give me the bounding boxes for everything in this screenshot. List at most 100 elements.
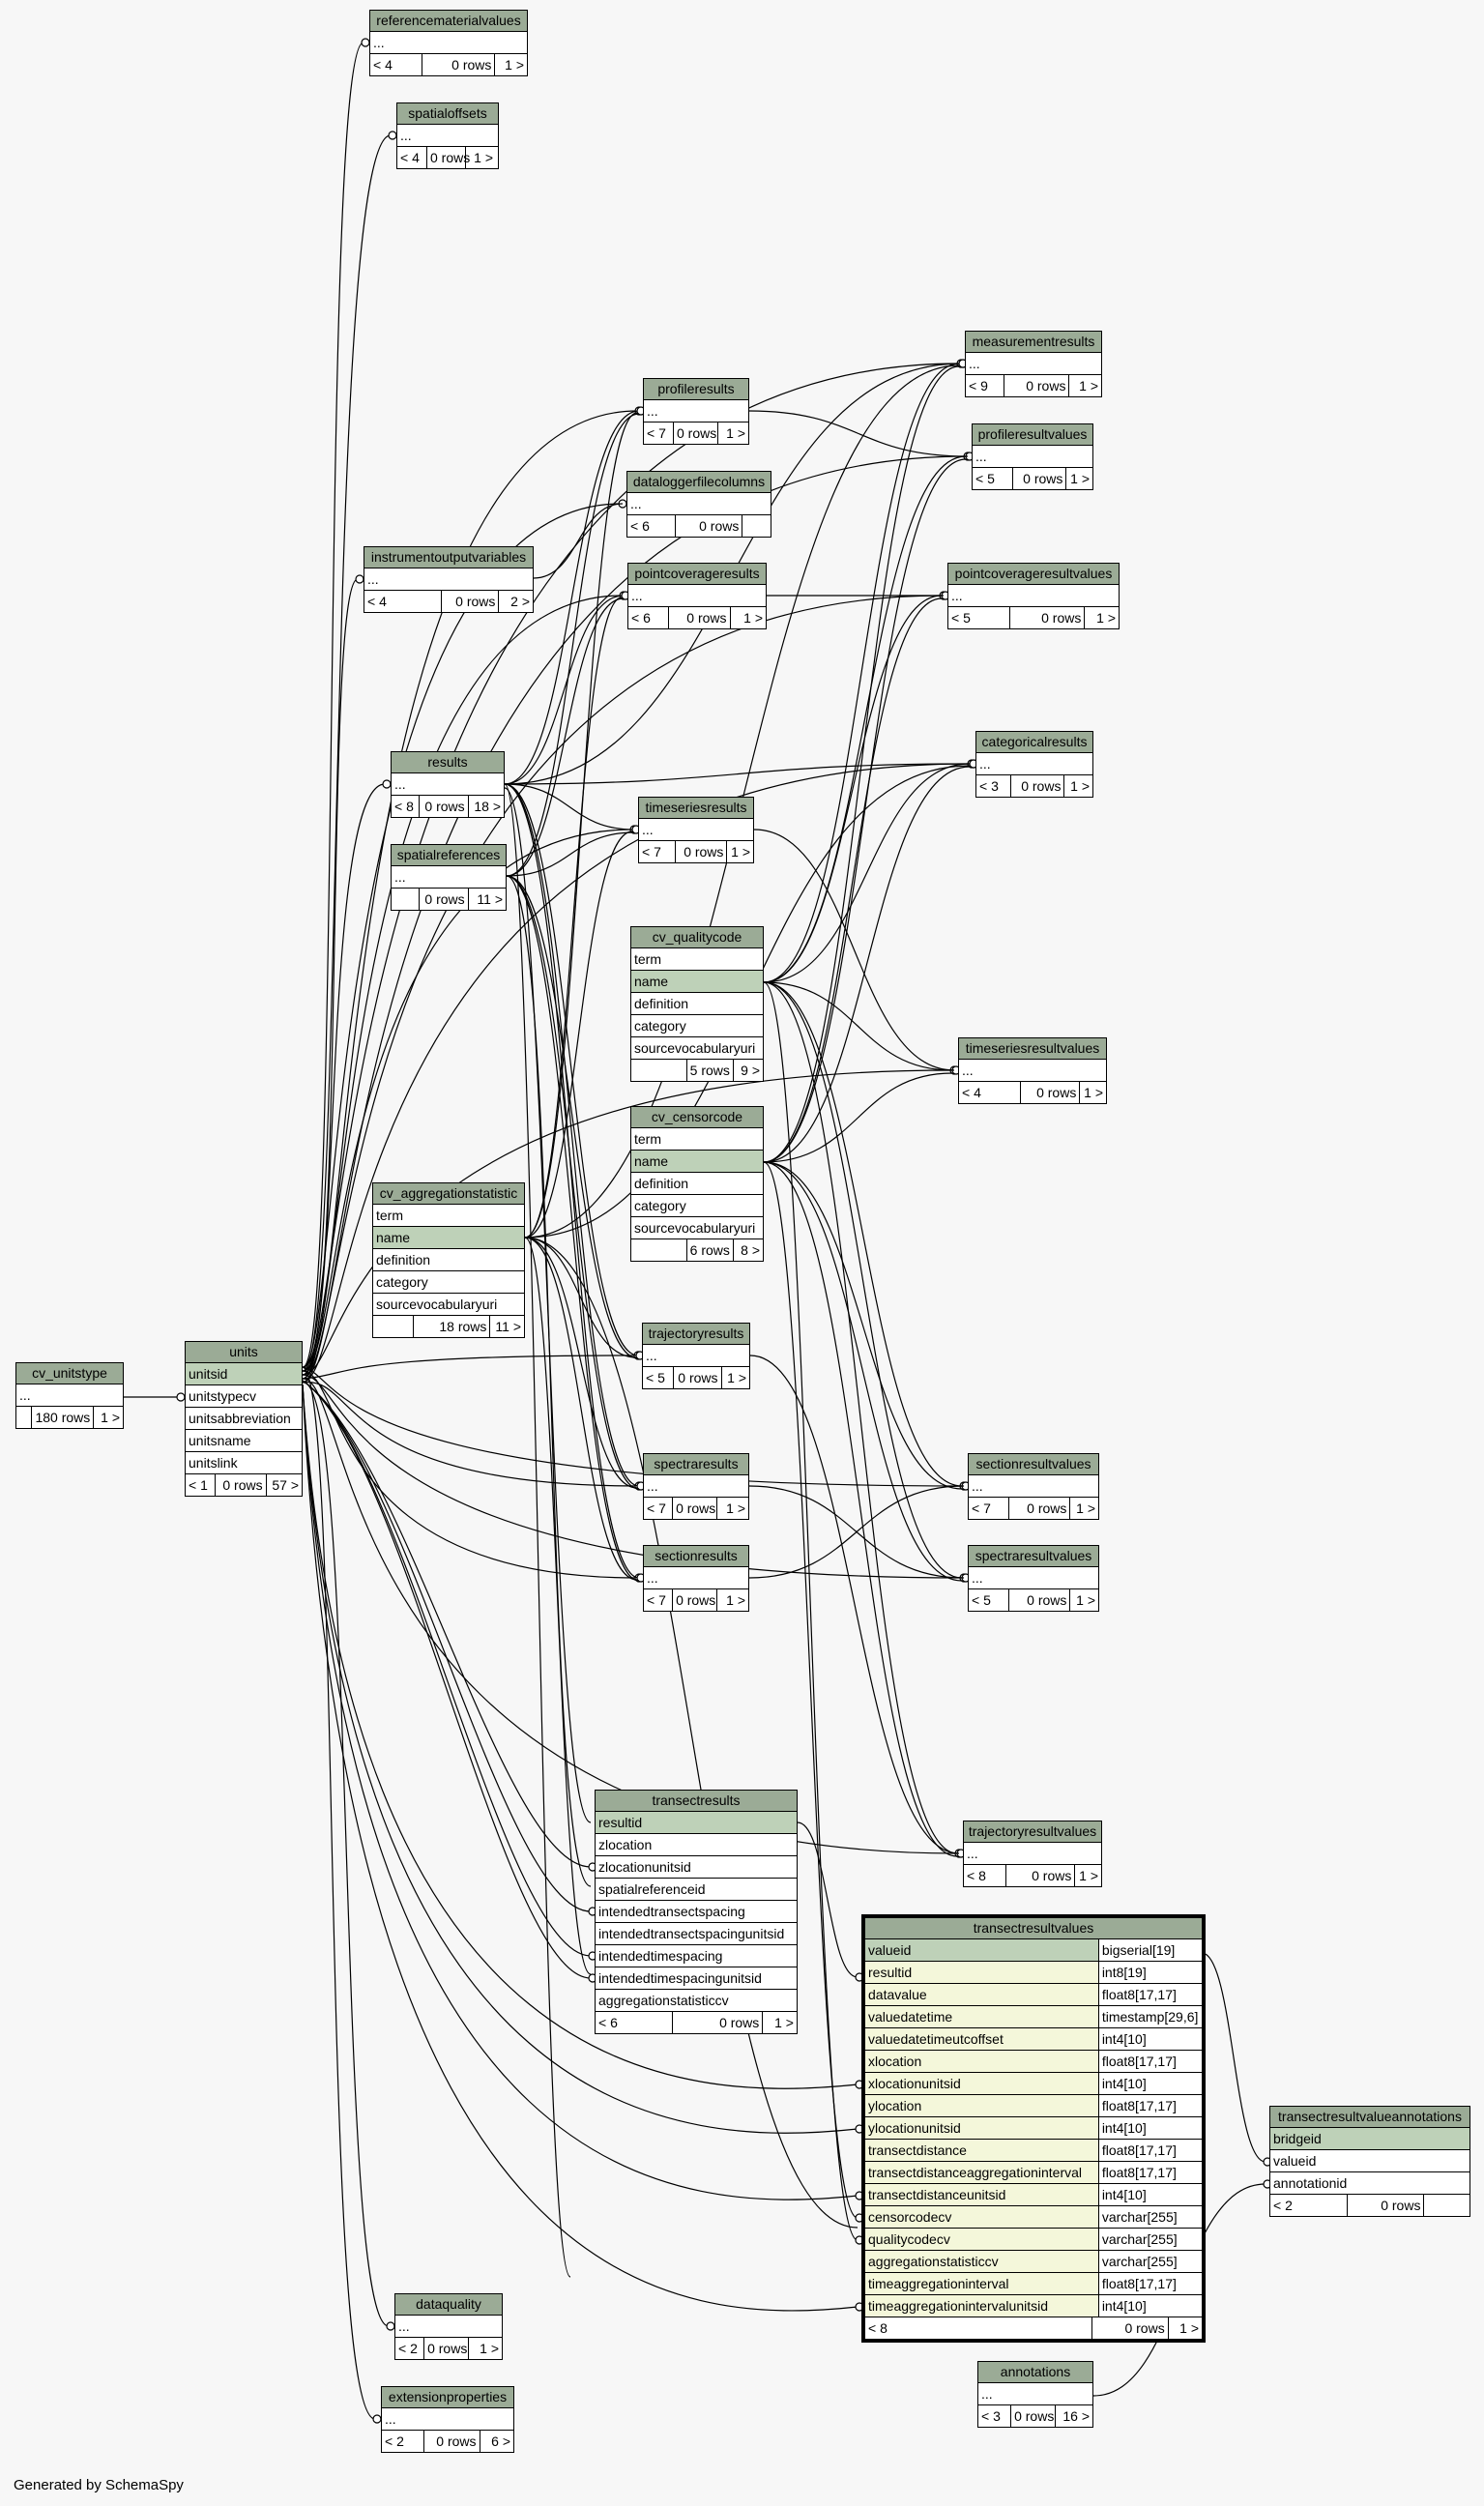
table-title[interactable]: transectresultvalues <box>865 1918 1202 1939</box>
table-title[interactable]: sectionresults <box>644 1546 748 1567</box>
collapsed-columns: ... <box>639 819 753 841</box>
table-title[interactable]: transectresultvalueannotations <box>1270 2107 1469 2128</box>
table-title[interactable]: cv_unitstype <box>16 1363 123 1384</box>
table-title[interactable]: spatialreferences <box>392 845 506 866</box>
children-count: 6 > <box>479 2431 514 2452</box>
table-title[interactable]: pointcoverageresultvalues <box>948 564 1119 585</box>
table-title[interactable]: cv_censorcode <box>631 1107 763 1128</box>
table-title[interactable]: annotations <box>978 2362 1092 2383</box>
table-title[interactable]: cv_qualitycode <box>631 927 763 948</box>
relationship-line <box>524 597 623 1238</box>
table-title[interactable]: instrumentoutputvariables <box>364 547 533 568</box>
table-title[interactable]: referencematerialvalues <box>370 11 527 32</box>
column-name: transectdistanceaggregationinterval <box>868 2165 1083 2180</box>
table-title[interactable]: trajectoryresultvalues <box>964 1821 1101 1843</box>
column-name: qualitycodecv <box>868 2231 950 2247</box>
table-title[interactable]: dataquality <box>395 2294 502 2316</box>
table-title[interactable]: cv_aggregationstatistic <box>373 1183 524 1205</box>
table-title[interactable]: spectraresultvalues <box>969 1546 1098 1567</box>
row-count: 0 rows <box>426 147 470 168</box>
parents-count: < 9 <box>969 378 988 393</box>
children-count <box>1423 2195 1469 2216</box>
collapsed-columns: ... <box>370 32 527 54</box>
table-title[interactable]: sectionresultvalues <box>969 1454 1098 1475</box>
relationship-line <box>302 1380 592 1912</box>
column-row: name <box>631 971 763 993</box>
row-count: 6 rows <box>685 1239 733 1261</box>
parents-count <box>392 889 419 910</box>
table-title[interactable]: pointcoverageresults <box>628 564 766 585</box>
column-row: term <box>631 948 763 971</box>
relationship-line <box>763 597 943 1163</box>
table-title[interactable]: extensionproperties <box>382 2387 513 2408</box>
table-title[interactable]: spatialoffsets <box>397 103 498 125</box>
table-title[interactable]: categoricalresults <box>976 732 1092 753</box>
parents-count: < 4 <box>373 57 393 73</box>
relationship-line <box>749 1355 960 1854</box>
table-title[interactable]: spectraresults <box>644 1454 748 1475</box>
column-type: int4[10] <box>1097 2117 1202 2139</box>
table-title[interactable]: profileresults <box>644 379 748 400</box>
table-title[interactable]: measurementresults <box>966 332 1101 353</box>
relationship-line <box>524 1237 858 2229</box>
table-title[interactable]: transectresults <box>596 1791 797 1812</box>
column-name: aggregationstatisticcv <box>868 2254 999 2269</box>
row-count: 0 rows <box>418 889 468 910</box>
column-row: sourcevocabularyuri <box>631 1037 763 1060</box>
column-name: timeaggregationinterval <box>868 2276 1009 2291</box>
table-title[interactable]: dataloggerfilecolumns <box>627 472 771 493</box>
column-type: float8[17,17] <box>1097 2051 1202 2072</box>
relationship-line <box>504 783 571 2278</box>
table-title[interactable]: profileresultvalues <box>973 424 1092 446</box>
relationship-line <box>302 42 364 1368</box>
table-title[interactable]: results <box>392 752 504 773</box>
table-title[interactable]: timeseriesresults <box>639 798 753 819</box>
parents-count: < 7 <box>642 844 661 860</box>
parents-count: < 3 <box>981 2408 1001 2424</box>
relationship-line <box>753 829 955 1071</box>
row-count: 0 rows <box>423 2338 468 2359</box>
table-title[interactable]: units <box>186 1342 302 1363</box>
table-title[interactable]: trajectoryresults <box>643 1324 749 1345</box>
table-title[interactable]: timeseriesresultvalues <box>959 1038 1106 1060</box>
column-row: category <box>631 1015 763 1037</box>
